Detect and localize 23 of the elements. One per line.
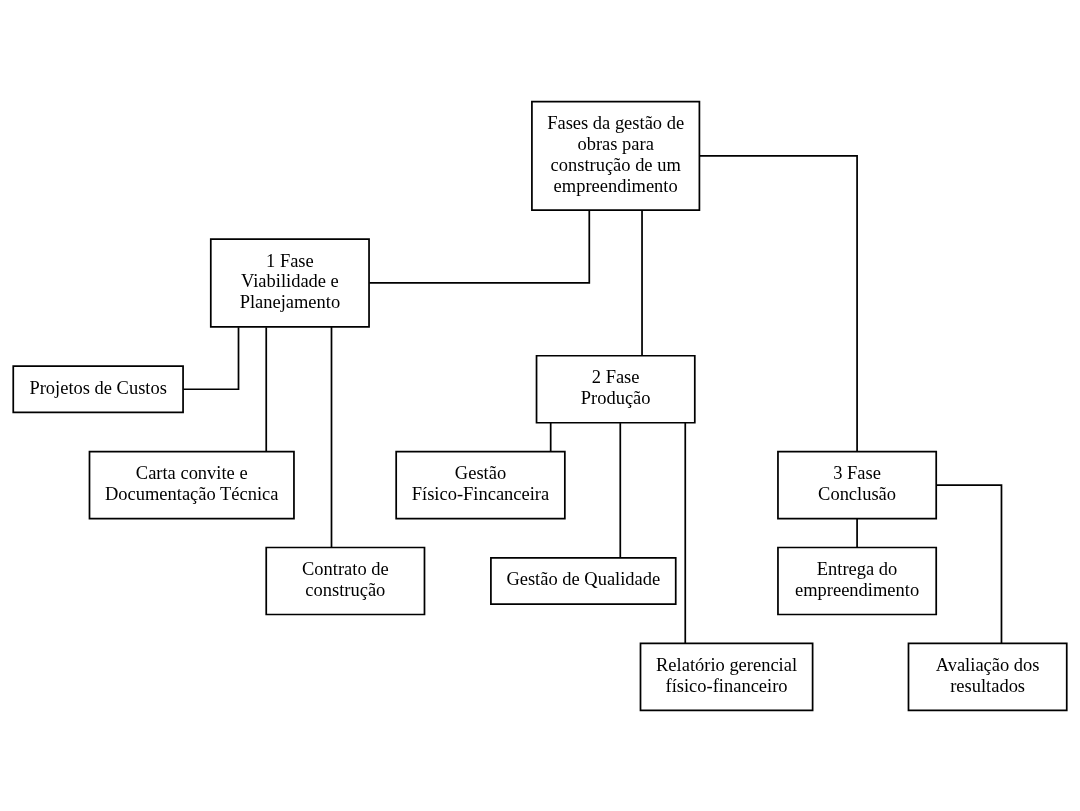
node-box: Entrega do empreendimento bbox=[777, 546, 938, 615]
connector bbox=[856, 517, 858, 548]
node-box: Avaliação dos resultados bbox=[907, 642, 1068, 711]
connector bbox=[182, 325, 240, 390]
node-box: 2 Fase Produção bbox=[535, 354, 696, 424]
node-box: Carta convite e Documentação Técnica bbox=[88, 450, 295, 519]
node-box: Fases da gestão de obras para construção de um empreendimento bbox=[531, 100, 701, 211]
connector bbox=[698, 154, 858, 452]
connector bbox=[935, 483, 1003, 644]
node-box: 1 Fase Viabilidade e Planejamento bbox=[209, 237, 370, 328]
connector bbox=[265, 325, 268, 452]
node-box: 3 Fase Conclusão bbox=[777, 450, 938, 519]
node-box: Gestão Físico-Fincanceira bbox=[395, 450, 566, 519]
connector bbox=[549, 421, 552, 452]
node-box: Projetos de Custos bbox=[12, 364, 184, 413]
connector bbox=[641, 208, 643, 357]
connector bbox=[330, 325, 333, 548]
connector bbox=[684, 421, 687, 644]
node-box: Gestão de Qualidade bbox=[490, 556, 677, 605]
connector bbox=[619, 421, 622, 559]
connector bbox=[368, 209, 591, 284]
node-box: Contrato de construção bbox=[265, 546, 426, 615]
node-box: Relatório gerencial físico-financeiro bbox=[639, 642, 814, 711]
